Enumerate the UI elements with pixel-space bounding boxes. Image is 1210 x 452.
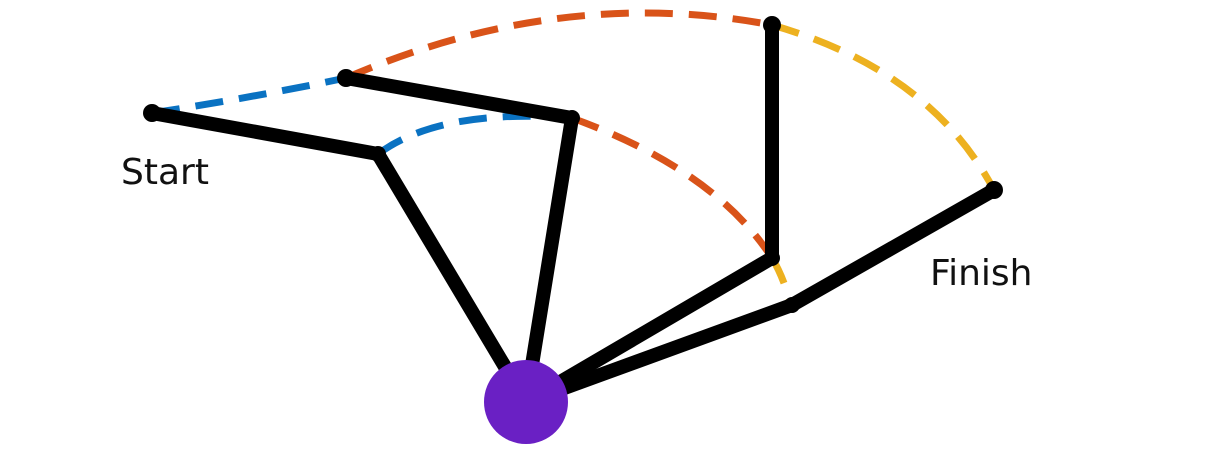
joint-2-elbow	[564, 110, 580, 126]
path-blue-inner	[375, 112, 573, 157]
path-blue-outer	[151, 74, 347, 117]
joint-start-tip	[143, 104, 161, 122]
joint-start-elbow	[370, 146, 386, 162]
joint-3-elbow	[764, 250, 780, 266]
joint-finish-tip	[985, 181, 1003, 199]
start-label: Start	[121, 152, 209, 193]
arm-links-2	[339, 71, 579, 409]
arm-base	[484, 360, 568, 444]
path-orange-inner	[570, 114, 775, 260]
path-yellow-outer	[771, 21, 998, 192]
arm-pose-2	[337, 69, 580, 409]
arm-pose-start	[143, 104, 533, 409]
finish-label: Finish	[930, 253, 1032, 294]
arm-pose-3	[519, 16, 781, 409]
joint-finish-elbow	[784, 297, 800, 313]
joint-2-tip	[337, 69, 355, 87]
joint-3-tip	[763, 16, 781, 34]
arm-links-finish	[519, 183, 1001, 409]
arm-pose-finish	[519, 181, 1003, 409]
path-orange-outer	[344, 9, 773, 82]
